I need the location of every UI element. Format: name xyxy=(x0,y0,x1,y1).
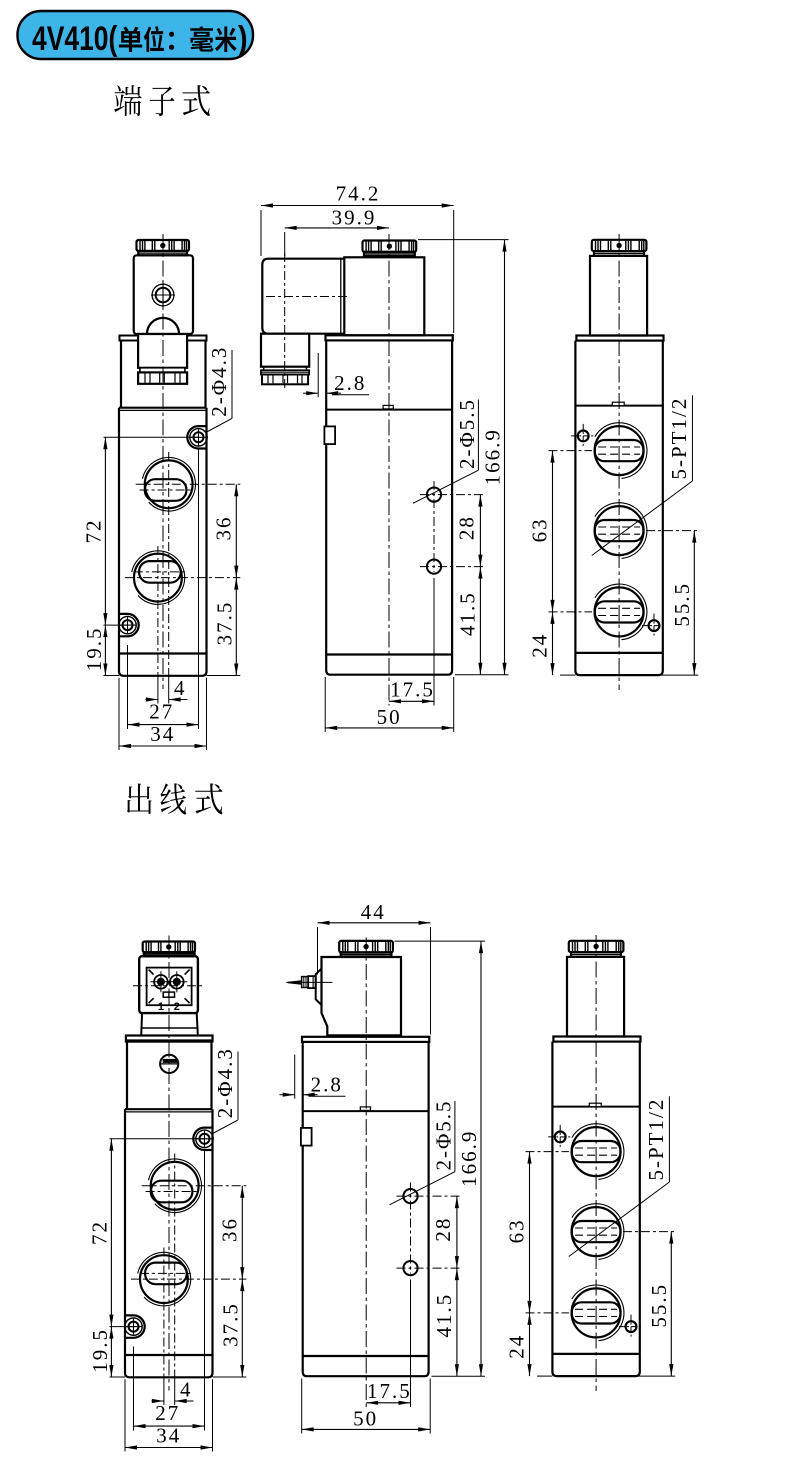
svg-text:2-Φ4.3: 2-Φ4.3 xyxy=(207,346,231,417)
svg-text:63: 63 xyxy=(504,1218,528,1243)
svg-text:5-PT1/2: 5-PT1/2 xyxy=(644,1098,668,1181)
svg-text:36: 36 xyxy=(217,1217,241,1242)
svg-text:5-PT1/2: 5-PT1/2 xyxy=(667,397,691,480)
svg-text:24: 24 xyxy=(527,633,551,658)
svg-text:41.5: 41.5 xyxy=(455,591,479,636)
svg-text:19.5: 19.5 xyxy=(82,627,106,672)
svg-text:37.5: 37.5 xyxy=(218,1302,242,1347)
svg-text:27: 27 xyxy=(155,1401,180,1425)
svg-text:166.9: 166.9 xyxy=(481,428,505,485)
svg-text:1: 1 xyxy=(158,1001,164,1013)
svg-text:63: 63 xyxy=(527,517,551,542)
svg-text:28: 28 xyxy=(431,1217,455,1242)
svg-text:17.5: 17.5 xyxy=(390,678,435,702)
svg-text:55.5: 55.5 xyxy=(670,582,694,627)
svg-text:37.5: 37.5 xyxy=(212,601,236,646)
svg-text:4: 4 xyxy=(174,676,187,700)
svg-text:34: 34 xyxy=(150,722,175,746)
svg-text:4V410(: 4V410( xyxy=(32,20,118,58)
svg-text:4: 4 xyxy=(180,1378,193,1402)
svg-text:74.2: 74.2 xyxy=(336,181,381,205)
svg-text:19.5: 19.5 xyxy=(88,1328,112,1373)
svg-text:2.8: 2.8 xyxy=(334,371,366,395)
svg-text:166.9: 166.9 xyxy=(457,1130,481,1187)
svg-text:2-Φ4.3: 2-Φ4.3 xyxy=(213,1047,237,1118)
svg-text:28: 28 xyxy=(455,515,479,540)
svg-text:72: 72 xyxy=(87,1220,111,1245)
svg-text:): ) xyxy=(238,20,248,58)
svg-text:72: 72 xyxy=(81,519,105,544)
svg-text:34: 34 xyxy=(156,1423,181,1447)
svg-text:2: 2 xyxy=(174,1001,180,1013)
svg-text:44: 44 xyxy=(361,900,386,924)
svg-text:2.8: 2.8 xyxy=(311,1072,343,1096)
svg-text:41.5: 41.5 xyxy=(432,1293,456,1338)
svg-text:2-Φ5.5: 2-Φ5.5 xyxy=(455,398,479,469)
svg-text:55.5: 55.5 xyxy=(647,1283,671,1328)
svg-text:50: 50 xyxy=(353,1406,378,1430)
svg-text:2-Φ5.5: 2-Φ5.5 xyxy=(432,1099,456,1170)
svg-text:27: 27 xyxy=(149,699,174,723)
svg-text:50: 50 xyxy=(377,705,402,729)
svg-text:24: 24 xyxy=(504,1334,528,1359)
svg-text:17.5: 17.5 xyxy=(367,1379,412,1403)
svg-text:39.9: 39.9 xyxy=(332,205,377,229)
svg-text:36: 36 xyxy=(211,516,235,541)
